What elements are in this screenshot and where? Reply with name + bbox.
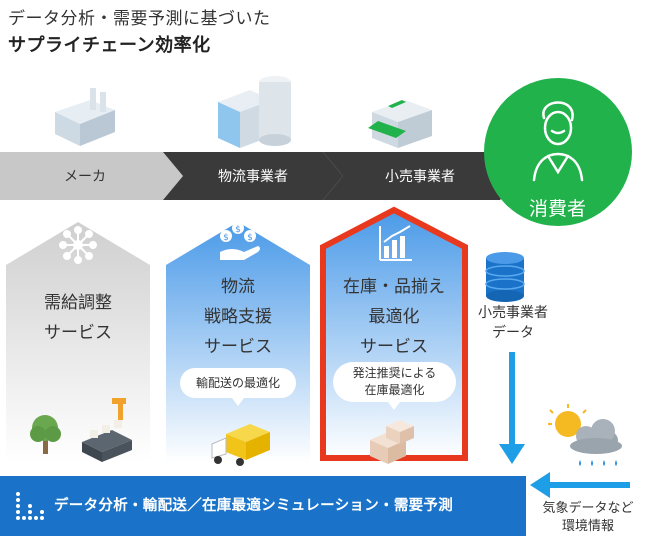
chain-arrow-maker <box>0 152 183 200</box>
factory-building-icon <box>55 88 115 146</box>
weather-data-line2: 環境情報 <box>561 519 614 534</box>
service-inventory-line3: サービス <box>360 337 428 357</box>
chain-label-logistics: 物流事業者 <box>218 169 288 185</box>
service-house-logistics <box>166 222 310 462</box>
retail-data-label: 小売事業者 データ <box>463 303 563 343</box>
tree-icon <box>30 415 61 454</box>
consumer-person-icon <box>532 101 584 182</box>
headline-title: サプライチェーン効率化 <box>8 35 211 56</box>
bubble-inventory-line1: 発注推奨による <box>352 366 437 380</box>
svg-text:$: $ <box>223 233 229 243</box>
money-hand-icon: $ $ $ <box>220 222 260 260</box>
retail-data-line1: 小売事業者 <box>478 305 548 321</box>
bubble-inventory-line2: 在庫最適化 <box>364 383 425 397</box>
banner-text: データ分析・輸配送／在庫最適シミュレーション・需要予測 <box>54 498 454 514</box>
weather-data-line1: 気象データなど <box>542 501 634 516</box>
boxes-icon <box>370 420 414 464</box>
store-building-icon <box>368 100 432 148</box>
headline-subtitle: データ分析・需要予測に基づいた <box>8 9 271 29</box>
service-inventory-line2: 最適化 <box>368 307 420 327</box>
service-logistics-line1: 物流 <box>221 277 255 297</box>
weather-icon <box>548 404 622 466</box>
service-inventory-text: 在庫・品揃え 最適化 サービス <box>323 272 465 362</box>
down-arrow <box>499 352 525 464</box>
service-logistics-line2: 戦略支援 <box>204 307 272 327</box>
bubble-logistics-text: 輸配送の最適化 <box>195 376 280 390</box>
retail-data-line2: データ <box>492 325 534 341</box>
chain-label-maker: メーカ <box>64 169 106 185</box>
service-demand-line1: 需給調整 <box>44 293 112 313</box>
service-inventory-line1: 在庫・品揃え <box>343 277 445 297</box>
svg-text:$: $ <box>235 225 241 235</box>
svg-text:$: $ <box>247 233 253 243</box>
consumer-label: 消費者 <box>528 198 586 220</box>
chain-arrow-logistics <box>163 152 343 200</box>
chain-label-retailer: 小売事業者 <box>385 169 455 185</box>
bar-chart-icon <box>379 225 412 261</box>
bubble-inventory <box>333 362 456 410</box>
service-demand-line2: サービス <box>44 323 112 343</box>
dots-chart-icon <box>16 492 44 520</box>
weather-data-label: 気象データなど 環境情報 <box>528 500 648 536</box>
network-icon <box>59 226 97 264</box>
bubble-logistics <box>180 368 296 406</box>
database-icon <box>485 252 525 302</box>
analytics-banner <box>0 476 526 536</box>
left-arrow <box>530 472 630 498</box>
service-logistics-text: 物流 戦略支援 サービス <box>166 272 310 362</box>
warehouse-building-icon <box>218 76 291 148</box>
truck-icon <box>211 424 270 466</box>
service-logistics-line3: サービス <box>204 337 272 357</box>
conveyor-robot-icon <box>82 398 132 462</box>
consumer-circle <box>484 78 632 226</box>
bubble-inventory-text: 発注推奨による 在庫最適化 <box>333 365 456 399</box>
service-demand-text: 需給調整 サービス <box>6 288 150 348</box>
chain-arrow-retailer <box>323 152 520 200</box>
